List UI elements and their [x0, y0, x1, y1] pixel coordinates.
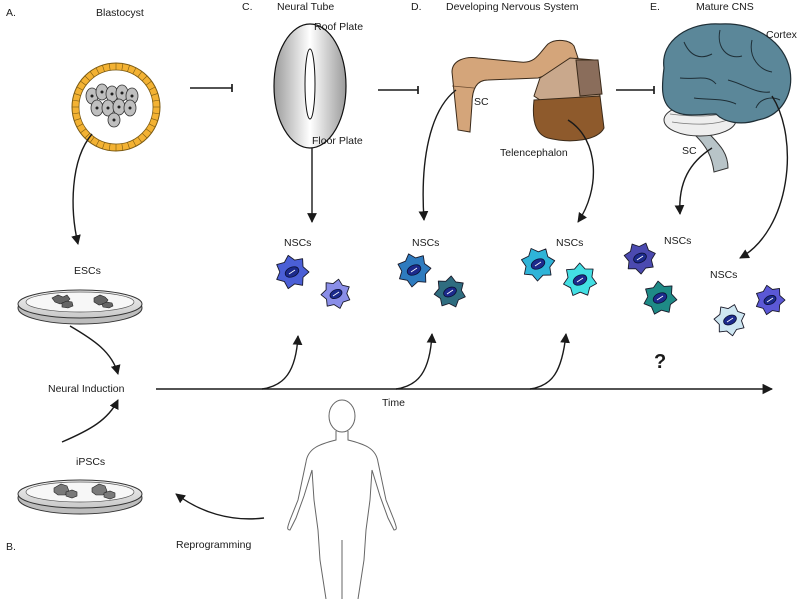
branch-arrow-telencephalon [529, 333, 570, 390]
panel-c-letter: C. [242, 1, 253, 13]
nscs-label-mature-sc: NSCs [664, 235, 692, 247]
unknown-question-mark: ? [654, 351, 667, 373]
panel-a-title: Blastocyst [96, 7, 144, 19]
neural-induction-label: Neural Induction [48, 383, 125, 395]
sc-mature-label: SC [682, 145, 697, 157]
time-label: Time [382, 397, 405, 409]
sc-developing-label: SC [474, 96, 489, 108]
nsc-developing-sc-2 [433, 275, 466, 308]
nsc-mature-sc-1 [623, 242, 656, 275]
nsc-developing-sc-1 [397, 253, 432, 288]
developing-nervous-system [451, 39, 605, 142]
floor-plate-label: Floor Plate [312, 135, 363, 147]
arrow-ipscs-to-neural-induction [61, 399, 119, 443]
cortex-label: Cortex [766, 29, 797, 41]
nsc-cortex-1 [713, 304, 746, 337]
nsc-cortex-2 [755, 284, 786, 316]
blastocyst [71, 62, 161, 152]
nsc-telencephalon-1 [521, 248, 556, 282]
arrow-mature-sc-to-nscs [674, 147, 713, 215]
nsc-mature-sc-2 [643, 280, 678, 315]
nsc-telencephalon-2 [563, 262, 598, 296]
panel-d-title: Developing Nervous System [446, 1, 579, 13]
nscs-label-developing-sc: NSCs [412, 237, 440, 249]
ipsc-dish [17, 479, 143, 515]
branch-arrow-developing-sc [395, 333, 437, 390]
nscs-label-neural-tube: NSCs [284, 237, 312, 249]
panel-c-title: Neural Tube [277, 1, 335, 13]
panel-e-letter: E. [650, 1, 660, 13]
nsc-cells [276, 242, 786, 337]
roof-plate-label: Roof Plate [314, 21, 364, 33]
nsc-neural-tube-1 [276, 254, 310, 290]
telencephalon-label: Telencephalon [500, 147, 568, 159]
ipscs-label: iPSCs [76, 456, 106, 468]
arrow-telencephalon-to-nscs [567, 119, 595, 223]
nscs-label-cortex: NSCs [710, 269, 738, 281]
arrow-blastocyst-to-escs [71, 133, 93, 245]
branch-arrow-neural-tube [261, 335, 303, 390]
reprogramming-label: Reprogramming [176, 539, 252, 551]
nscs-label-telencephalon: NSCs [556, 237, 584, 249]
nsc-neural-tube-2 [320, 278, 351, 309]
panel-b-letter: B. [6, 541, 16, 553]
escs-label: ESCs [74, 265, 101, 277]
panel-d-letter: D. [411, 1, 422, 13]
esc-dish [17, 289, 143, 325]
panel-a-letter: A. [6, 7, 16, 19]
neural-tube [273, 23, 347, 149]
arrow-reprogramming [175, 493, 265, 520]
arrow-escs-to-neural-induction [69, 325, 121, 375]
mature-brain [661, 23, 792, 173]
human-figure [287, 399, 397, 600]
arrow-sc-to-nscs [418, 89, 457, 221]
arrow-cortex-to-nscs [739, 95, 788, 259]
panel-e-title: Mature CNS [696, 1, 754, 13]
